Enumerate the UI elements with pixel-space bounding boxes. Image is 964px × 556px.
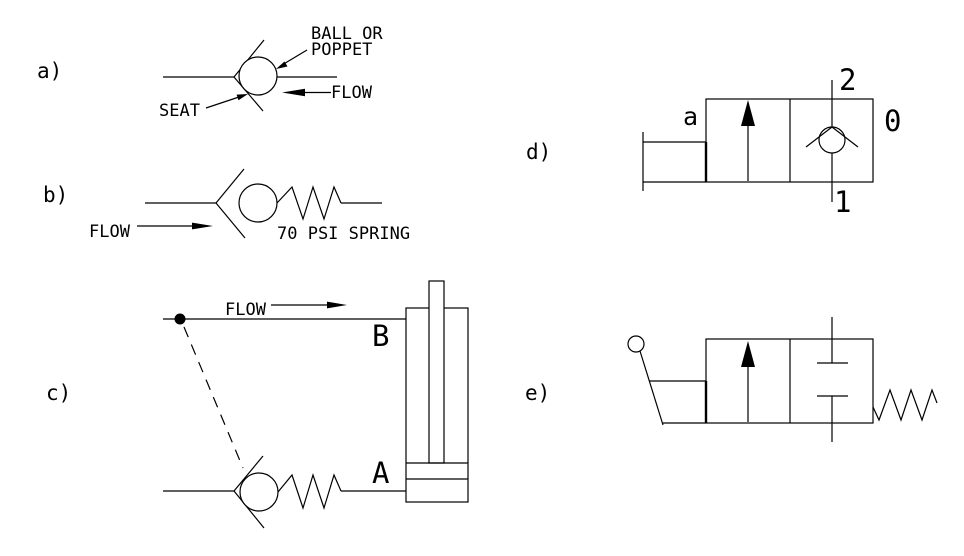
section-e-label: e) bbox=[525, 381, 550, 405]
seat-line bbox=[233, 76, 264, 112]
seat-line bbox=[215, 202, 246, 239]
diagram-e-lever-valve: e) bbox=[525, 317, 938, 442]
ball-circle bbox=[238, 183, 278, 223]
port-b-label: B bbox=[372, 319, 389, 353]
port-1-label: 1 bbox=[834, 185, 851, 219]
lever-line bbox=[639, 350, 664, 426]
seat-line bbox=[233, 490, 265, 529]
check-seat-line bbox=[805, 126, 833, 148]
pilot-dashed-line bbox=[183, 326, 244, 469]
check-seat-line bbox=[831, 126, 859, 148]
actuator-label: a bbox=[683, 102, 698, 131]
lever-knob bbox=[627, 335, 645, 353]
spring-zigzag bbox=[276, 185, 342, 221]
diagram-a-check-valve: a) BALL OR POPPET SEAT FLOW bbox=[37, 24, 383, 121]
ball-circle bbox=[239, 472, 279, 512]
port-a-label: A bbox=[372, 456, 389, 490]
port-0-label: 0 bbox=[884, 104, 901, 138]
ball-circle bbox=[238, 56, 278, 96]
callout-ball-line1: BALL OR bbox=[311, 24, 383, 44]
diagram-d-two-position-valve: d) a 2 0 1 bbox=[526, 63, 901, 219]
seat-line bbox=[233, 455, 264, 492]
diagram-b-spring-check-valve: b) FLOW 70 PSI SPRING bbox=[43, 168, 410, 244]
leader-arrowhead bbox=[236, 94, 248, 101]
port-2-label: 2 bbox=[839, 63, 856, 97]
leader-line bbox=[281, 49, 308, 66]
callout-seat: SEAT bbox=[159, 101, 200, 121]
return-spring-zigzag bbox=[872, 388, 938, 422]
piston-rod bbox=[428, 280, 445, 464]
callout-ball-line2: POPPET bbox=[311, 40, 372, 60]
leader-arrowhead bbox=[276, 61, 288, 69]
section-b-label: b) bbox=[43, 183, 68, 207]
flow-arrowhead bbox=[192, 222, 213, 230]
diagram-c-pilot-check-valve-cylinder: c) FLOW B A bbox=[46, 280, 469, 529]
spring-zigzag bbox=[277, 473, 342, 510]
leader-line bbox=[205, 96, 240, 109]
flow-path-arrowhead bbox=[741, 100, 755, 126]
section-d-label: d) bbox=[526, 140, 551, 164]
flow-label: FLOW bbox=[225, 300, 267, 320]
flow-arrowhead bbox=[327, 301, 347, 309]
junction-dot bbox=[174, 313, 186, 325]
flow-label: FLOW bbox=[331, 83, 373, 103]
spring-rating-label: 70 PSI SPRING bbox=[277, 224, 410, 244]
section-a-label: a) bbox=[37, 59, 62, 83]
check-ball-circle bbox=[818, 126, 846, 154]
flow-label: FLOW bbox=[89, 222, 131, 242]
seat-line bbox=[233, 39, 265, 78]
flow-arrowhead bbox=[282, 88, 305, 97]
flow-path-arrowhead bbox=[741, 341, 755, 367]
section-c-label: c) bbox=[46, 381, 71, 405]
seat-line bbox=[215, 168, 245, 204]
